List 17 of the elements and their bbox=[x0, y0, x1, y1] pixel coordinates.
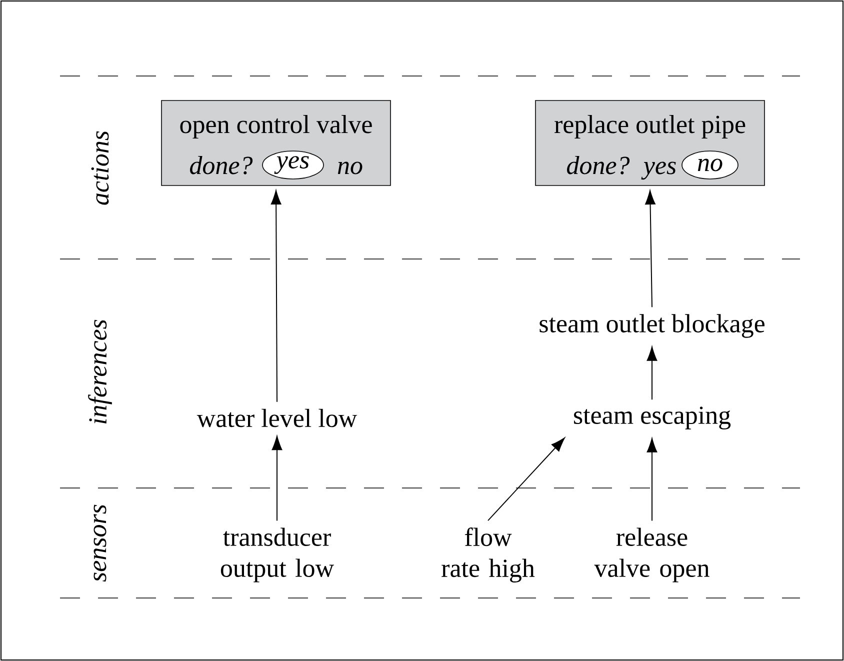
layer-label: inferences bbox=[88, 320, 112, 424]
arrow bbox=[646, 438, 658, 522]
node-text: steam escaping bbox=[574, 406, 731, 430]
node-text: transducer output low bbox=[220, 528, 334, 582]
node-text: steam outlet blockage bbox=[540, 314, 764, 338]
answer-oval: no bbox=[682, 150, 738, 180]
arrow bbox=[272, 436, 282, 522]
node-text: release valve open bbox=[594, 528, 710, 582]
answer-oval: yes bbox=[262, 150, 324, 180]
arrow bbox=[270, 190, 282, 402]
layer-label: sensors bbox=[94, 504, 106, 582]
arrow bbox=[645, 190, 656, 308]
layer-label: actions bbox=[91, 131, 109, 205]
node-text: water level low bbox=[196, 408, 358, 428]
node-text: flow rate high bbox=[442, 528, 535, 582]
arrow bbox=[646, 346, 658, 400]
arrow bbox=[488, 438, 565, 522]
